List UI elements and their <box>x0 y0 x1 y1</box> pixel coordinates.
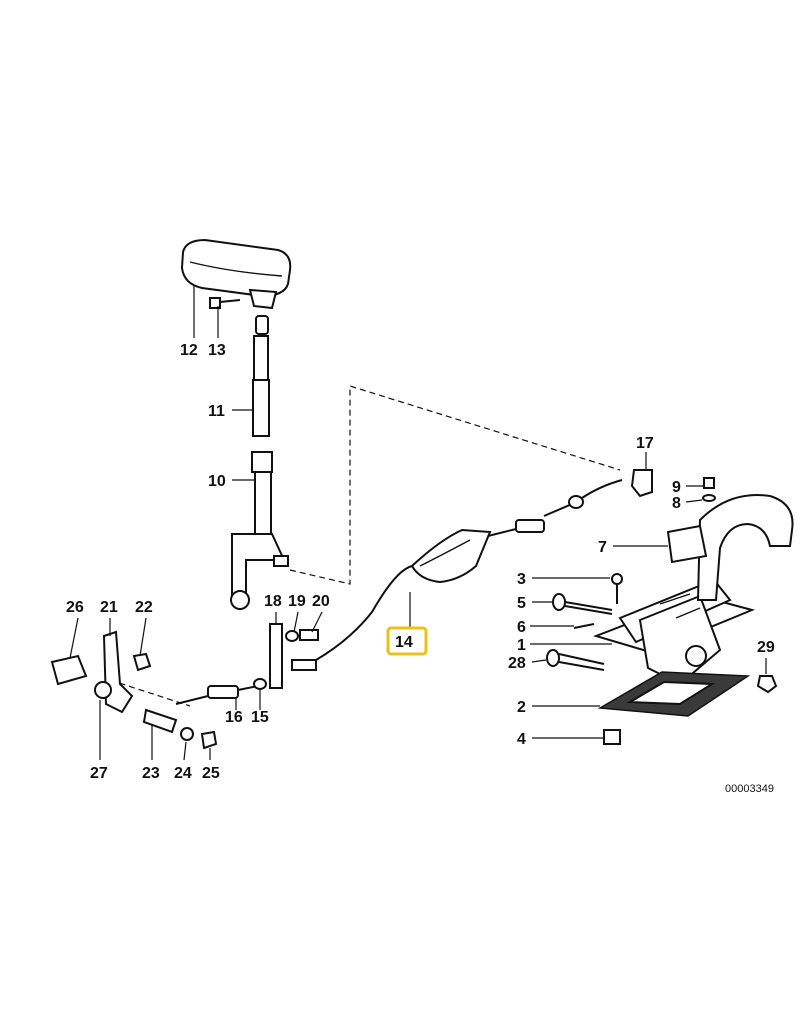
shift-knob <box>180 238 292 310</box>
part-label-25[interactable]: 25 <box>202 765 220 782</box>
part-label-26[interactable]: 26 <box>66 599 84 616</box>
part-label-1[interactable]: 1 <box>517 637 526 654</box>
shift-cable <box>315 479 623 661</box>
part-label-3[interactable]: 3 <box>517 571 526 588</box>
shift-rod-upper <box>252 315 270 437</box>
part-label-8[interactable]: 8 <box>672 495 681 512</box>
part-label-27[interactable]: 27 <box>90 765 108 782</box>
shift-lever <box>230 451 289 610</box>
knob-screw <box>209 297 241 309</box>
part-label-2[interactable]: 2 <box>517 699 526 716</box>
part-label-12[interactable]: 12 <box>180 342 198 359</box>
part-label-28[interactable]: 28 <box>508 655 526 672</box>
gasket-plate <box>597 671 751 717</box>
cable-clip <box>630 469 653 498</box>
part-label-6[interactable]: 6 <box>517 619 526 636</box>
part-label-5[interactable]: 5 <box>517 595 526 612</box>
part-labels: 12 13 11 10 17 9 8 7 3 5 6 1 28 29 2 4 1… <box>66 342 775 782</box>
part-label-29[interactable]: 29 <box>757 639 775 656</box>
part-label-20[interactable]: 20 <box>312 593 330 610</box>
part-label-13[interactable]: 13 <box>208 342 226 359</box>
part-label-23[interactable]: 23 <box>142 765 160 782</box>
part-label-15[interactable]: 15 <box>251 709 269 726</box>
part-label-10[interactable]: 10 <box>208 473 226 490</box>
part-label-22[interactable]: 22 <box>135 599 153 616</box>
part-label-11[interactable]: 11 <box>208 403 225 420</box>
part-label-24[interactable]: 24 <box>174 765 192 782</box>
selector-cover <box>696 494 794 601</box>
part-label-18[interactable]: 18 <box>264 593 282 610</box>
part-label-19[interactable]: 19 <box>288 593 306 610</box>
part-label-7[interactable]: 7 <box>598 539 607 556</box>
part-label-4[interactable]: 4 <box>517 731 526 748</box>
part-label-21[interactable]: 21 <box>100 599 118 616</box>
leader-lines <box>69 286 767 761</box>
reference-code: 00003349 <box>725 783 774 795</box>
lower-lever <box>50 630 218 750</box>
mounting-parts <box>546 477 778 745</box>
highlight-box <box>386 626 428 656</box>
indicator-light <box>666 524 708 564</box>
part-label-17[interactable]: 17 <box>636 435 654 452</box>
selector-housing <box>592 578 756 686</box>
part-label-16[interactable]: 16 <box>225 709 243 726</box>
part-label-9[interactable]: 9 <box>672 479 681 496</box>
cable-end-linkage <box>175 623 319 705</box>
part-label-14[interactable]: 14 <box>395 634 413 651</box>
